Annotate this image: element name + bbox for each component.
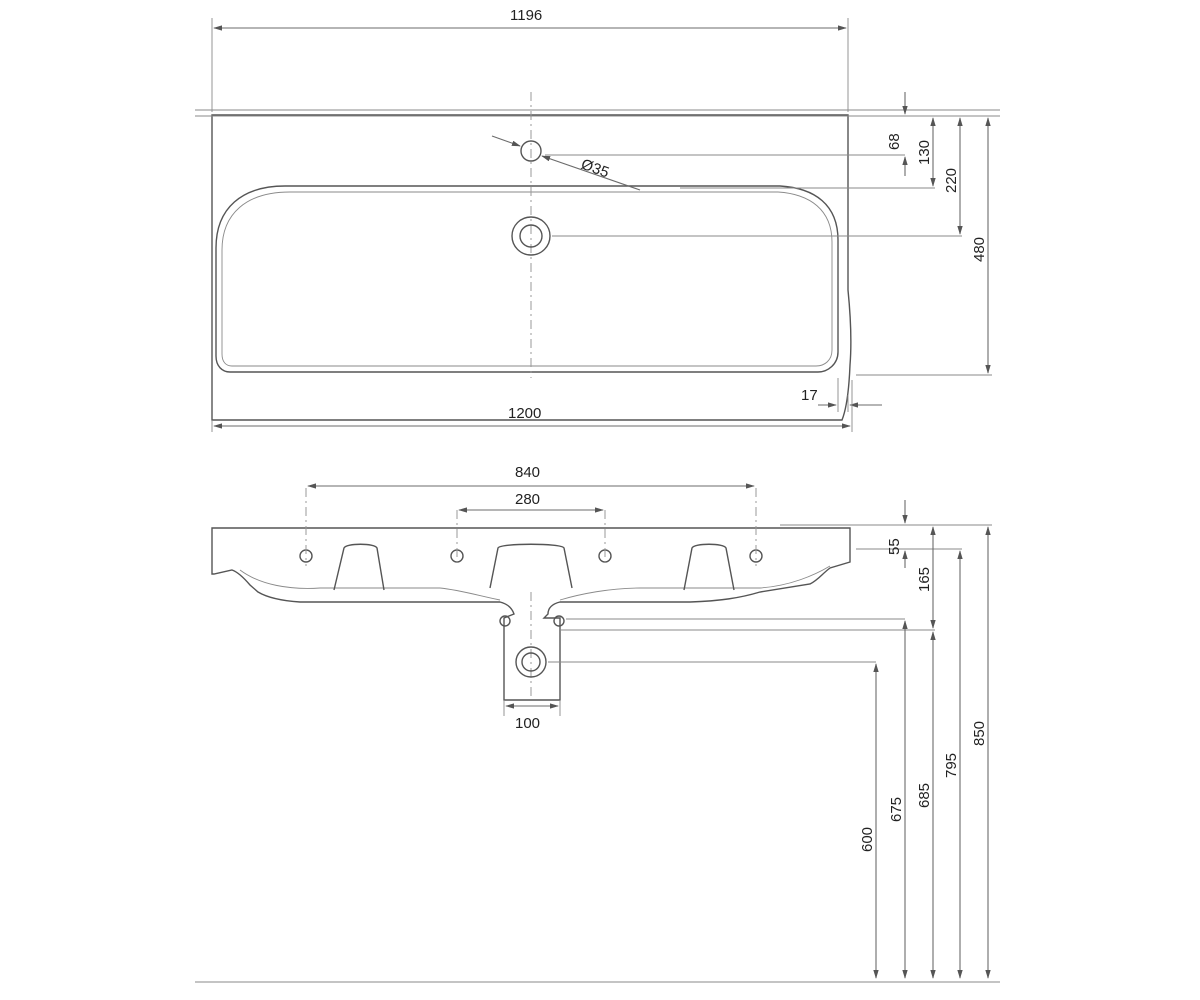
- dim-68-label: 68: [886, 133, 903, 150]
- dim-100-label: 100: [515, 715, 540, 732]
- top-view-outline: [211, 114, 852, 421]
- dim-600-label: 600: [859, 827, 876, 852]
- diameter-leader: [491, 135, 521, 147]
- top-view-bowl: [215, 185, 839, 373]
- dim-795-label: 795: [943, 753, 960, 778]
- diameter-label: Ø35: [579, 156, 611, 182]
- dim-840-label: 840: [515, 464, 540, 481]
- tap-boss-left: [333, 543, 385, 591]
- dim-1200-label: 1200: [508, 405, 541, 422]
- dim-480-label: 480: [971, 237, 988, 262]
- tap-hole: [520, 140, 542, 162]
- screw-hole-right: [553, 615, 565, 627]
- waste-hole-outer: [511, 216, 551, 256]
- top-view-bowl-inner-edge: [221, 191, 833, 367]
- dim-220-label: 220: [943, 168, 960, 193]
- dim-685-label: 685: [916, 783, 933, 808]
- dim-130-label: 130: [916, 140, 933, 165]
- side-view-bowl-curve: [239, 565, 831, 601]
- side-view-outline: [211, 527, 851, 701]
- dim-55-label: 55: [886, 538, 903, 555]
- waste-outlet-inner: [521, 652, 541, 672]
- waste-hole-inner: [519, 224, 543, 248]
- dim-1196-label: 1196: [510, 7, 542, 24]
- side-view: 840 280 100 55 165 600 675 685 795: [195, 464, 1000, 983]
- diameter-leader-2: [541, 155, 641, 191]
- waste-outlet-outer: [515, 646, 547, 678]
- top-view: Ø35 1196 68 130 220 480 17: [195, 7, 1000, 432]
- tap-boss-right: [683, 543, 735, 591]
- dim-165-label: 165: [916, 567, 933, 592]
- dim-850-label: 850: [971, 721, 988, 746]
- screw-hole-left: [499, 615, 511, 627]
- tap-boss-center: [489, 543, 573, 589]
- dim-280-label: 280: [515, 491, 540, 508]
- dim-17-label: 17: [801, 387, 818, 404]
- dim-675-label: 675: [888, 797, 905, 822]
